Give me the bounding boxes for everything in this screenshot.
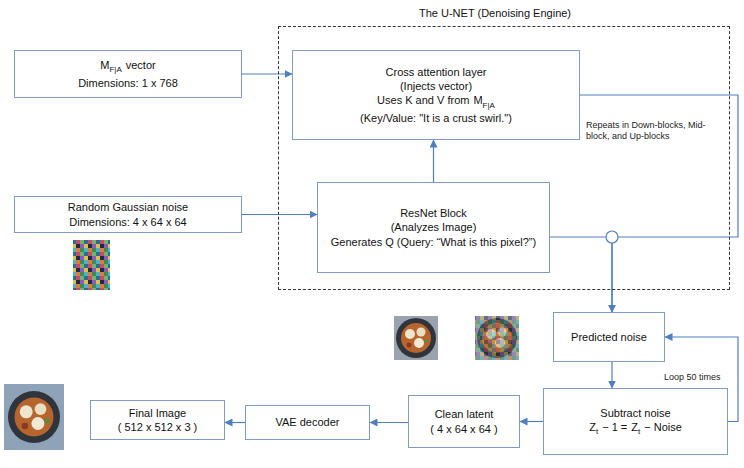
node-text: Dimensions: 4 x 64 x 64 xyxy=(69,216,186,228)
subscript-text: F|A xyxy=(109,65,121,74)
flow-arrow xyxy=(433,140,434,182)
process-box: Cross attention layer(Injects vector)Use… xyxy=(292,50,580,140)
node-text: Z xyxy=(589,421,596,433)
food-image xyxy=(396,318,436,358)
node-text: ( 4 x 64 x 64 ) xyxy=(430,423,497,435)
text-line: (Injects vector) xyxy=(400,79,472,93)
noise-overlay xyxy=(475,316,519,360)
process-box: MF|A vectorDimensions: 1 x 768 xyxy=(14,50,242,98)
flow-arrow xyxy=(370,422,408,423)
text-line: Final Image xyxy=(129,406,186,420)
flow-arrow xyxy=(520,421,543,422)
node-text: ResNet Block xyxy=(400,207,467,219)
text-line: Cross attention layer xyxy=(386,65,487,79)
text-line: Generates Q (Query: “What is this pixel?… xyxy=(331,235,536,249)
text-line: VAE decoder xyxy=(275,415,339,429)
final-image-ground xyxy=(4,384,64,450)
node-text: VAE decoder xyxy=(275,416,339,428)
subscript-text: F|A xyxy=(483,101,495,110)
text-line: Clean latent xyxy=(435,407,494,421)
text-line: (Analyzes Image) xyxy=(391,220,477,234)
node-text: Predicted noise xyxy=(571,331,647,343)
flow-arrow xyxy=(225,422,245,423)
node-text: Subtract noise xyxy=(600,407,670,419)
node-text: Clean latent xyxy=(435,408,494,420)
text-line: Subtract noise xyxy=(600,406,670,420)
text-line: (Key/Value: "It is a crust swirl.") xyxy=(360,111,512,125)
noisy-food-image xyxy=(477,318,517,358)
node-text: Z xyxy=(631,421,638,433)
node-text: Generates Q (Query: “What is this pixel?… xyxy=(331,236,536,248)
text-line: MF|A vector xyxy=(100,58,155,76)
process-box: VAE decoder xyxy=(245,405,370,440)
process-box: ResNet Block (Analyzes Image) Generates Q … xyxy=(317,182,550,273)
text-line: Dimensions: 1 x 768 xyxy=(78,76,178,90)
process-box: Clean latent ( 4 x 64 x 64 ) xyxy=(408,395,520,448)
text-line: Uses K and V from MF|A xyxy=(377,93,495,111)
note-label: Loop 50 times xyxy=(664,372,734,383)
node-text: ( 512 x 512 x 3 ) xyxy=(118,421,198,433)
group-frame: The U-NET (Denoising Engine)Cross attent… xyxy=(278,26,730,290)
flow-arrow xyxy=(242,73,292,74)
node-text: Final Image xyxy=(129,407,186,419)
process-box: Predicted noise xyxy=(553,312,665,362)
node-text: M xyxy=(473,94,482,106)
flow-arrow xyxy=(580,95,738,312)
node-text: Uses K and V from xyxy=(377,94,469,106)
node-text: M xyxy=(100,59,109,71)
text-line: Dimensions: 4 x 64 x 64 xyxy=(69,215,186,229)
sum-junction xyxy=(606,231,618,243)
text-line: ( 4 x 64 x 64 ) xyxy=(430,422,497,436)
text-line: Random Gaussian noise xyxy=(68,200,188,214)
noisy-food-ground xyxy=(475,316,519,360)
frame-title-line: The U-NET (Denoising Engine) xyxy=(419,6,571,20)
node-text: − Noise xyxy=(644,421,682,433)
node-text: Dimensions: 1 x 768 xyxy=(78,77,178,89)
node-text: (Injects vector) xyxy=(400,80,472,92)
food-image-ground xyxy=(394,316,438,360)
flow-arrow xyxy=(611,362,612,388)
text-line: ResNet Block xyxy=(400,206,467,220)
process-box: Subtract noiseZt − 1 = Zt − Noise xyxy=(543,388,728,455)
text-line: Predicted noise xyxy=(571,330,647,344)
text-line: ( 512 x 512 x 3 ) xyxy=(118,420,198,434)
node-text: − 1 = xyxy=(602,421,627,433)
node-text: Random Gaussian noise xyxy=(68,201,188,213)
note-label: Repeats in Down-blocks, Mid-block, and U… xyxy=(586,120,728,143)
node-text: vector xyxy=(126,59,156,71)
process-box: Random Gaussian noiseDimensions: 4 x 64 … xyxy=(14,196,242,233)
subscript-text: t xyxy=(638,427,640,436)
node-text: (Key/Value: "It is a crust swirl.") xyxy=(360,112,512,124)
noise-image xyxy=(73,240,110,290)
node-text: Cross attention layer xyxy=(386,66,487,78)
node-text: (Analyzes Image) xyxy=(391,221,477,233)
process-box: Final Image ( 512 x 512 x 3 ) xyxy=(90,400,225,440)
text-line: Zt − 1 = Zt − Noise xyxy=(589,420,682,438)
subscript-text: t xyxy=(596,427,598,436)
node-text: The U-NET (Denoising Engine) xyxy=(419,7,571,19)
final-food-image xyxy=(8,391,60,443)
flow-arrow xyxy=(550,237,612,312)
flow-arrow xyxy=(242,214,317,215)
